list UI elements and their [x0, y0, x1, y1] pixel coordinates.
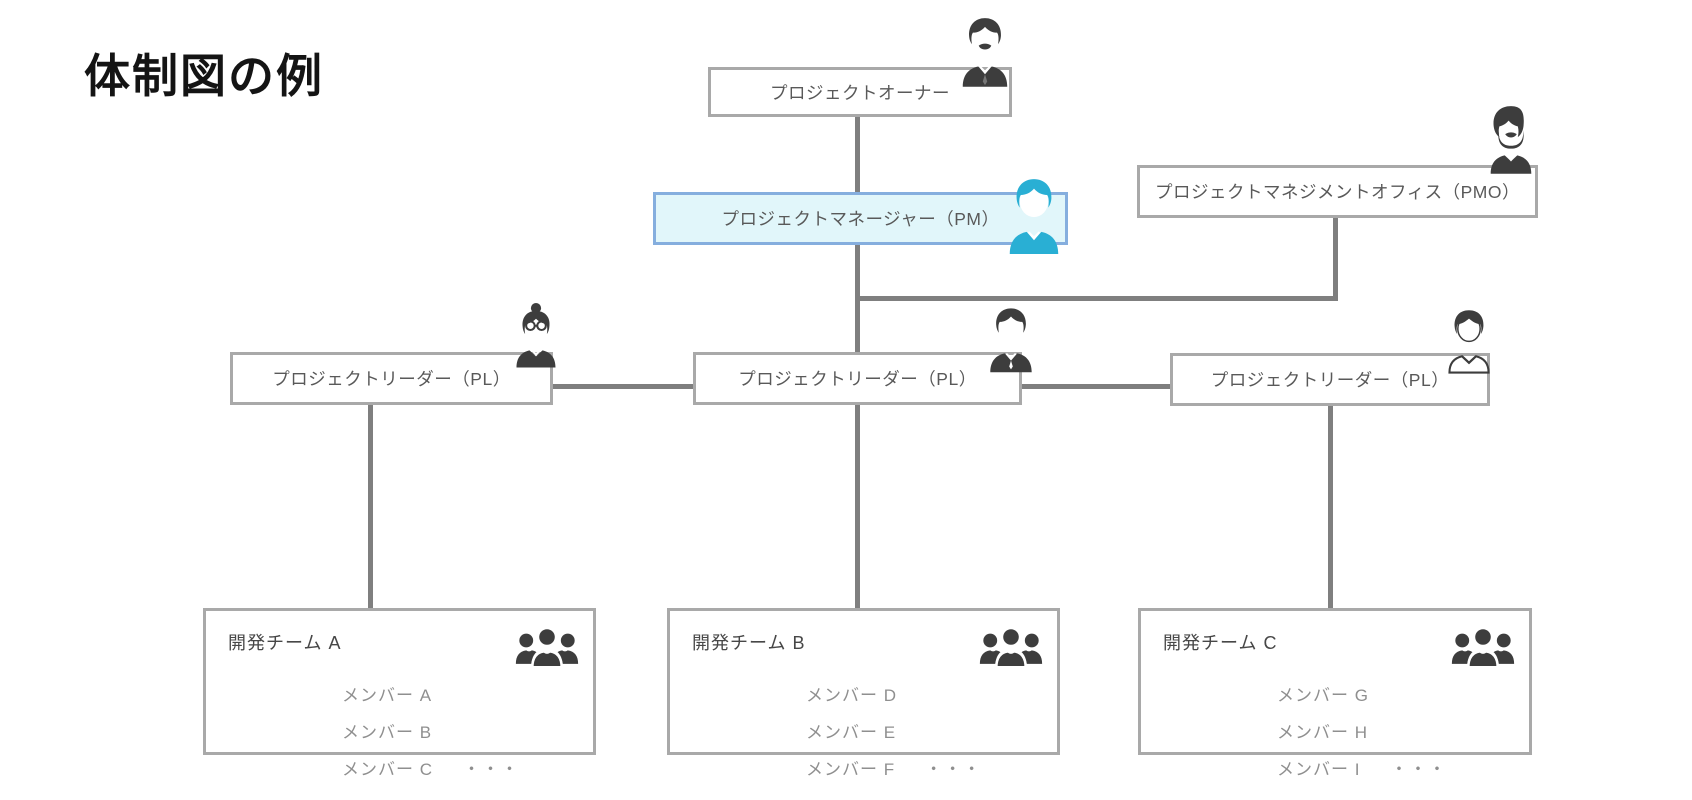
team-member: メンバー F・・・ — [806, 749, 1043, 786]
node-label: プロジェクトマネージャー（PM） — [721, 209, 1000, 229]
team-member: メンバー H — [1277, 723, 1368, 742]
node-label: プロジェクトオーナー — [770, 82, 950, 103]
team-box-c: 開発チーム C メンバー G メンバー H メンバー I・・・ — [1138, 608, 1532, 779]
team-group-icon — [1451, 625, 1515, 675]
team-member: メンバー A — [342, 686, 433, 705]
node-project-leader-center: プロジェクトリーダー（PL） — [693, 352, 1022, 405]
woman-glasses-icon — [510, 300, 562, 370]
more-members-ellipsis: ・・・ — [1390, 760, 1448, 779]
node-project-leader-left: プロジェクトリーダー（PL） — [230, 352, 553, 405]
more-members-ellipsis: ・・・ — [925, 760, 983, 779]
team-member: メンバー D — [806, 686, 897, 705]
team-name: 開発チーム C — [1163, 633, 1278, 653]
connector-line — [368, 404, 373, 610]
connector-line — [1328, 405, 1333, 610]
young-man-icon — [984, 304, 1038, 374]
connector-line — [855, 404, 860, 610]
team-box-b: 開発チーム B メンバー D メンバー E メンバー F・・・ — [667, 608, 1060, 779]
team-group-icon — [515, 625, 579, 675]
pm-person-icon — [1002, 176, 1066, 254]
team-name: 開発チーム B — [692, 633, 806, 653]
node-label: プロジェクトリーダー（PL） — [738, 369, 977, 389]
node-label: プロジェクトリーダー（PL） — [1210, 370, 1450, 390]
connector-line — [855, 117, 860, 195]
team-member: メンバー E — [806, 723, 897, 742]
man-mustache-icon — [956, 14, 1014, 88]
node-pmo: プロジェクトマネジメントオフィス（PMO） — [1137, 165, 1538, 218]
node-project-owner: プロジェクトオーナー — [708, 67, 1012, 117]
page-title: 体制図の例 — [84, 50, 324, 102]
team-member: メンバー B — [342, 723, 433, 742]
connector-line — [553, 384, 695, 389]
team-group-icon — [979, 625, 1043, 675]
team-member: メンバー C・・・ — [342, 749, 579, 786]
bearded-man-icon — [1482, 104, 1540, 174]
more-members-ellipsis: ・・・ — [463, 760, 520, 779]
node-project-leader-right: プロジェクトリーダー（PL） — [1170, 353, 1490, 406]
node-project-manager: プロジェクトマネージャー（PM） — [653, 192, 1068, 245]
team-name: 開発チーム A — [228, 633, 342, 653]
casual-man-icon — [1442, 306, 1496, 374]
connector-line — [1020, 384, 1172, 389]
connector-line — [1333, 218, 1338, 301]
team-member: メンバー I・・・ — [1277, 749, 1515, 786]
node-label: プロジェクトマネジメントオフィス（PMO） — [1154, 182, 1520, 202]
connector-line — [857, 296, 1338, 301]
node-label: プロジェクトリーダー（PL） — [272, 369, 511, 389]
team-member: メンバー G — [1277, 686, 1369, 705]
team-box-a: 開発チーム A メンバー A メンバー B メンバー C・・・ — [203, 608, 596, 779]
